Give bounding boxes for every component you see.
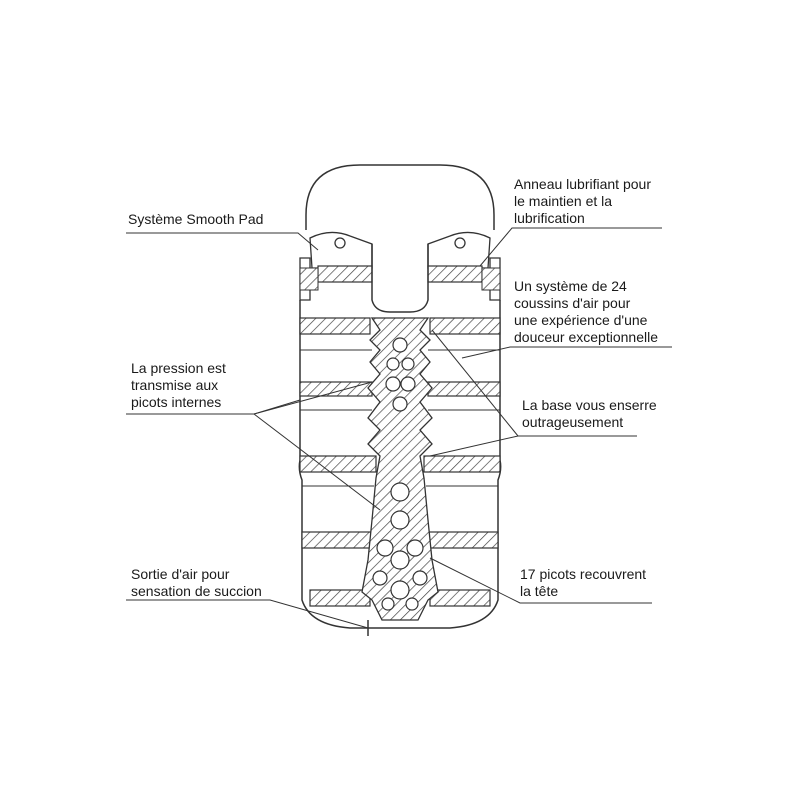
label-line: picots internes [131,394,222,410]
label-pressure: La pression est transmise aux picots int… [131,360,226,411]
label-line: douceur exceptionnelle [514,329,658,345]
label-line: 17 picots recouvrent [520,566,647,582]
label-line: outrageusement [522,414,624,430]
label-base-grip: La base vous enserre outrageusement [522,397,657,431]
entry-channel [371,244,429,313]
label-smooth-pad: Système Smooth Pad [128,211,263,228]
smooth-pad-left [317,265,373,283]
label-lubricating-ring: Anneau lubrifiant pour le maintien et la… [514,176,651,227]
sleeve-body-outline [298,300,502,629]
label-air-outlet: Sortie d'air pour sensation de succion [131,566,262,600]
outer-cap-outline [305,164,495,230]
label-line: La pression est [131,360,226,376]
air-cushion-chambers [300,349,500,487]
leader-lines [126,227,672,629]
label-line: Anneau lubrifiant pour [514,176,651,192]
label-line: lubrification [514,210,585,226]
internal-nubs [372,337,428,611]
label-line: le maintien et la [514,193,613,209]
lubricating-ring-left [299,267,319,291]
label-line: la tête [520,583,559,599]
lubricating-ring-right [481,267,501,291]
label-line: une expérience d'une [514,312,648,328]
smooth-pad-right [427,265,483,283]
label-air-cushions: Un système de 24 coussins d'air pour une… [514,278,658,346]
label-line: transmise aux [131,377,219,393]
label-line: La base vous enserre [522,397,657,413]
label-line: sensation de succion [131,583,262,599]
air-cushion-walls [299,317,501,607]
label-line: coussins d'air pour [514,295,631,311]
label-line: Sortie d'air pour [131,566,230,582]
label-line: Système Smooth Pad [128,211,264,227]
label-line: Un système de 24 [514,278,627,294]
label-nubs: 17 picots recouvrent la tête [520,566,646,600]
